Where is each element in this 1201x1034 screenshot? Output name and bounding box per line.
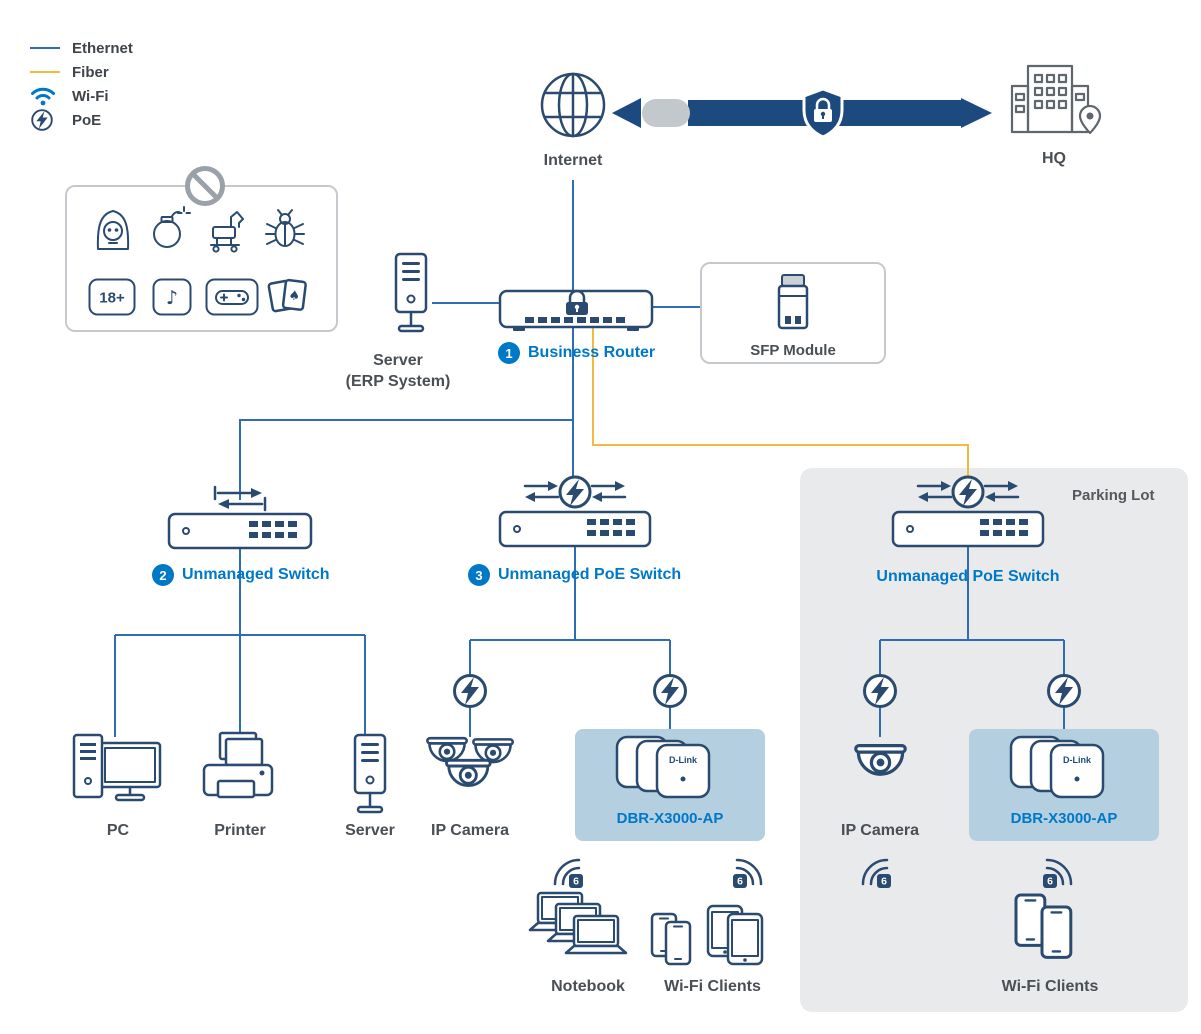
sfp-module-panel: SFP Module	[700, 262, 886, 364]
wifi-clients-icon	[650, 904, 764, 966]
step-badge-1: 1	[498, 342, 520, 364]
ip-camera-icon	[426, 736, 514, 787]
vpn-shield-lock-icon	[802, 87, 844, 139]
prohibited-icon	[185, 166, 225, 206]
legend-item-ethernet: Ethernet	[30, 36, 133, 60]
access-point-icon: D-Link	[615, 735, 711, 799]
bug-icon	[265, 209, 305, 247]
erp-server-icon	[394, 252, 428, 333]
wifi6-icon: 6	[1043, 858, 1073, 888]
game-controller-icon	[205, 278, 259, 316]
erp-server-label: Server (ERP System)	[333, 350, 463, 392]
parking-ap-highlight-box: D-Link DBR-X3000-AP	[969, 729, 1159, 841]
svg-text:6: 6	[1047, 876, 1053, 888]
legend-label: Ethernet	[72, 39, 133, 57]
parking-ip-camera-label: IP Camera	[841, 822, 919, 839]
svg-text:18+: 18+	[99, 290, 125, 307]
svg-text:♠: ♠	[287, 288, 300, 304]
access-point-icon: D-Link	[1009, 735, 1105, 799]
parking-wifi-clients-label: Wi-Fi Clients	[1001, 978, 1099, 995]
sfp-module-icon	[777, 274, 809, 330]
ap-highlight-box: D-Link DBR-X3000-AP	[575, 729, 765, 841]
legend-label: Wi-Fi	[72, 87, 109, 105]
ap-label: DBR-X3000-AP	[616, 810, 724, 827]
svg-text:6: 6	[573, 876, 579, 888]
server-icon	[353, 733, 387, 814]
unmanaged-switch-label: Unmanaged Switch	[182, 566, 330, 583]
hq-label: HQ	[1042, 150, 1066, 167]
unmanaged-poe-switch-label: Unmanaged PoE Switch	[498, 566, 682, 583]
sfp-module-label: SFP Module	[750, 342, 836, 359]
parking-wifi-clients-icon	[1014, 893, 1073, 959]
pc-label: PC	[106, 822, 130, 839]
legend-label: PoE	[72, 111, 102, 129]
notebook-icon	[528, 891, 628, 955]
internet-globe-icon	[540, 72, 606, 138]
step-badge-3: 3	[468, 564, 490, 586]
business-router-icon	[498, 289, 654, 331]
unmanaged-poe-switch-icon	[498, 475, 652, 548]
erp-server-label-line1: Server	[373, 352, 423, 369]
svg-text:D-Link: D-Link	[669, 755, 698, 765]
playing-cards-icon: ♠	[267, 278, 307, 313]
printer-icon	[202, 731, 274, 799]
server-label: Server	[345, 822, 395, 839]
business-router-label: Business Router	[528, 344, 656, 361]
parking-unmanaged-poe-switch-icon	[891, 475, 1045, 548]
legend-label: Fiber	[72, 63, 109, 81]
trojan-horse-icon	[210, 211, 244, 253]
legend-item-fiber: Fiber	[30, 60, 133, 84]
business-router-label-row: 1 Business Router	[498, 342, 655, 364]
printer-label: Printer	[214, 822, 266, 839]
wifi-icon	[31, 87, 55, 106]
svg-text:6: 6	[881, 876, 887, 888]
adult-18-plus-icon: 18+	[88, 278, 136, 316]
unmanaged-poe-switch-label-row: 3 Unmanaged PoE Switch	[468, 564, 681, 586]
parking-ip-camera-icon	[854, 743, 907, 776]
hacker-icon	[96, 210, 130, 250]
ethernet-line-icon	[30, 47, 60, 49]
svg-text:D-Link: D-Link	[1063, 755, 1092, 765]
legend-item-poe: PoE	[30, 108, 133, 132]
wifi6-icon: 6	[861, 858, 891, 888]
erp-server-label-line2: (ERP System)	[345, 373, 451, 390]
parking-poe-switch-label: Unmanaged PoE Switch	[876, 568, 1060, 585]
internet-label: Internet	[543, 152, 603, 169]
wifi-clients-label: Wi-Fi Clients	[664, 978, 761, 995]
pc-icon	[72, 733, 162, 802]
unmanaged-switch-label-row: 2 Unmanaged Switch	[152, 564, 330, 586]
wifi6-icon: 6	[553, 858, 583, 888]
svg-text:♪: ♪	[166, 287, 178, 309]
notebook-label: Notebook	[551, 978, 625, 995]
poe-icon	[453, 674, 487, 708]
music-app-icon: ♪	[152, 278, 192, 316]
wifi6-icon: 6	[733, 858, 763, 888]
poe-icon	[31, 109, 53, 131]
legend: Ethernet Fiber Wi-Fi PoE	[30, 36, 133, 132]
step-badge-2: 2	[152, 564, 174, 586]
parking-ap-label: DBR-X3000-AP	[1010, 810, 1118, 827]
unmanaged-switch-icon	[167, 485, 313, 550]
poe-icon	[863, 674, 897, 708]
ip-camera-label: IP Camera	[431, 822, 509, 839]
hq-building-icon	[1010, 64, 1102, 135]
legend-item-wifi: Wi-Fi	[30, 84, 133, 108]
poe-icon	[653, 674, 687, 708]
vpn-tunnel-arrow	[612, 98, 992, 128]
fiber-line-icon	[30, 71, 60, 73]
svg-text:6: 6	[737, 876, 743, 888]
parking-lot-label: Parking Lot	[1072, 487, 1155, 504]
poe-icon	[1047, 674, 1081, 708]
bomb-icon	[153, 206, 191, 248]
